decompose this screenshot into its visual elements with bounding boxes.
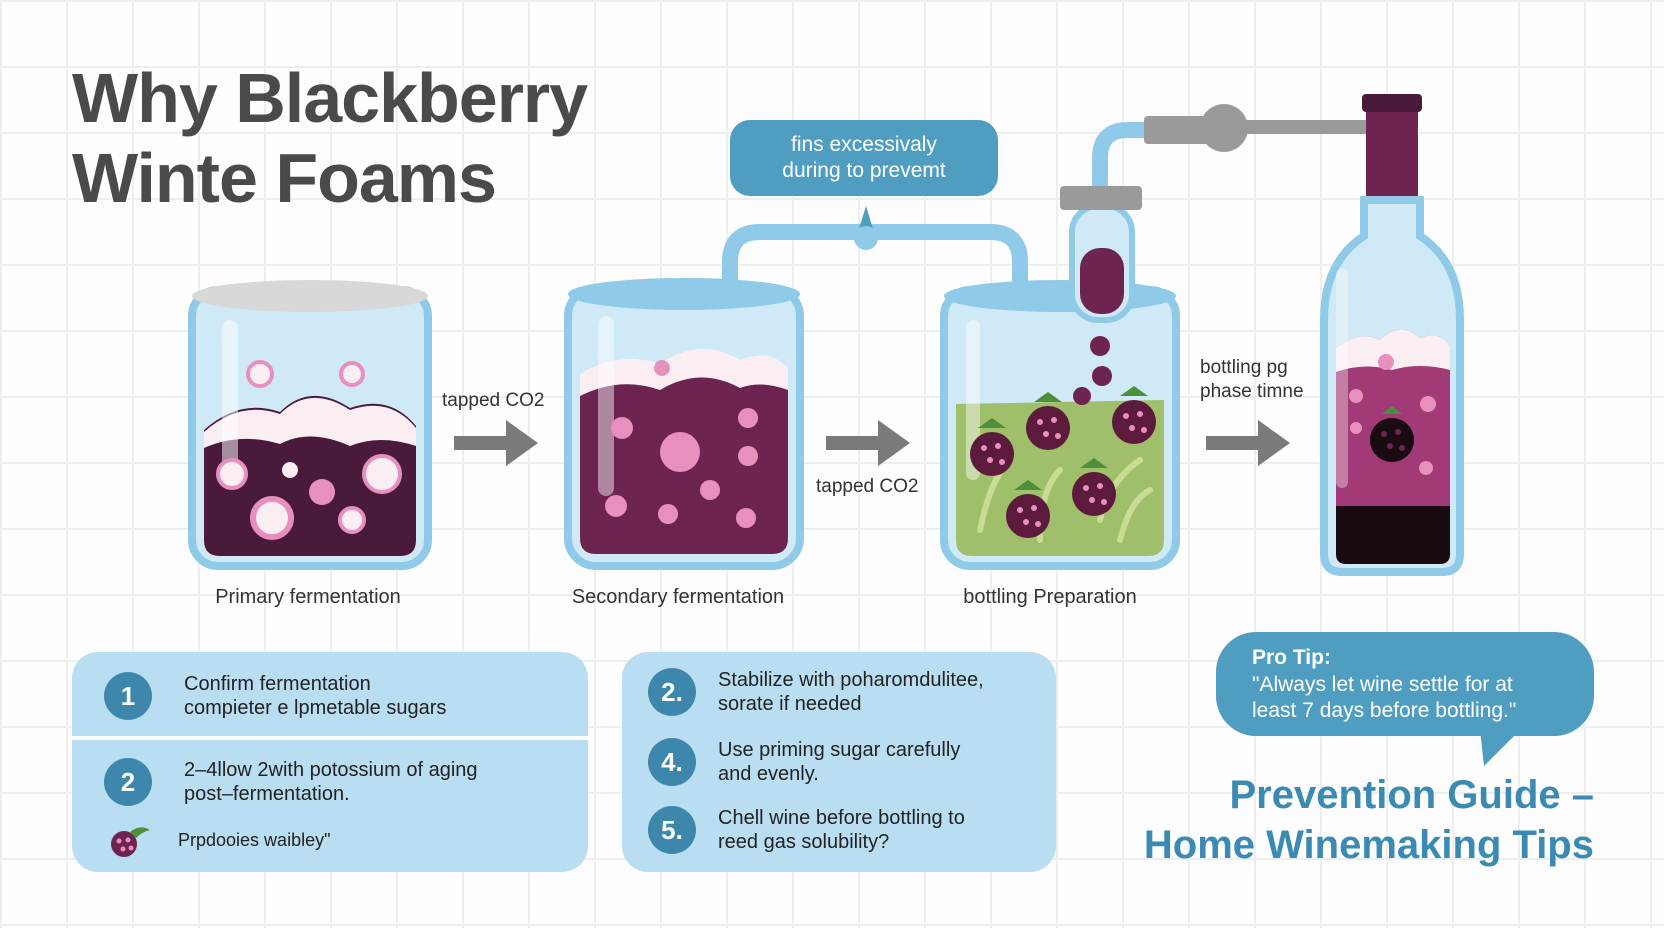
note-text: Prpdooies waibley" [178,830,331,850]
bubble [736,508,756,528]
callout-bubble: fins excessivaly during to prevemt [730,120,998,196]
step-text-line: 2–4llow 2with potossium of aging [184,759,478,781]
blackberry-icon [1370,406,1414,462]
pro-tip-title: Pro Tip: [1252,646,1331,669]
step-number: 2. [648,668,696,716]
arrow-label-3-line-1: bottling pg [1200,357,1288,378]
bubble [338,506,366,534]
pro-tip-line: "Always let wine settle for at [1252,673,1513,696]
blackberry [1026,392,1070,450]
step-item: 1 Confirm fermentation compieter e lpmet… [104,672,446,720]
arrow-2 [826,420,910,466]
step-text: 2–4llow 2with potossium of aging post–fe… [184,758,478,806]
bubble [250,496,294,540]
step-text: Chell wine before bottling to reed gas s… [718,806,965,854]
blackberry-icon [111,827,150,857]
arrow-label-2: tapped CO2 [816,476,919,497]
arrow-label-1: tapped CO2 [442,390,545,411]
panel-divider [72,736,588,740]
bubble [660,432,700,472]
bubble [339,361,365,387]
bubble [309,479,335,505]
bubble [362,454,402,494]
pro-tip-bubble: Pro Tip: "Always let wine settle for at … [1216,632,1594,736]
bubble [1419,461,1433,475]
step-item: 2. Stabilize with poharomdulitee, sorate… [648,668,984,716]
valve-pipe [1244,120,1370,134]
bubble [1350,422,1362,434]
callout-line-1: fins excessivaly [791,133,937,156]
callout-line-2: during to prevemt [782,159,946,182]
note-item: Prpdooies waibley" [104,820,330,860]
title-line-1: Why Blackberry [72,59,588,137]
title-line-2: Winte Foams [72,139,497,217]
bubble [738,408,758,428]
page-title: Why Blackberry Winte Foams [72,58,588,218]
wine-drop [1092,366,1112,386]
wine-bottle [1320,94,1464,576]
step-text-line: Chell wine before bottling to [718,807,965,829]
blackberry [1006,480,1050,538]
bubble [700,480,720,500]
bubble [216,458,248,490]
stage-label-primary: Primary fermentation [215,586,401,608]
footer-line-1: Prevention Guide – [1229,773,1594,817]
step-number: 1 [104,672,152,720]
step-text-line: and evenly. [718,763,819,785]
arrow-label-3-line-2: phase timne [1200,381,1304,402]
blackberry [1112,386,1156,444]
pro-tip-tail [1480,730,1520,766]
blackberry [970,418,1014,476]
arrow-3 [1206,420,1290,466]
bubble [246,360,274,388]
pro-tip-line: least 7 days before bottling." [1252,699,1517,722]
step-number: 5. [648,806,696,854]
footer-title: Prevention Guide – Home Winemaking Tips [1144,770,1594,870]
steps-panel-left: 1 Confirm fermentation compieter e lpmet… [72,652,588,872]
bubble [1420,396,1436,412]
bubble [654,360,670,376]
step-text-line: reed gas solubility? [718,831,890,853]
step-text-line: Confirm fermentation [184,673,371,695]
step-text-line: Use priming sugar carefully [718,739,961,761]
bubble [611,417,633,439]
bubble [1378,354,1394,370]
stage-label-bottling: bottling Preparation [963,586,1137,608]
step-text-line: compieter e lpmetable sugars [184,697,447,719]
blackberry [1072,458,1116,516]
steps-panel-middle: 2. Stabilize with poharomdulitee, sorate… [622,652,1056,872]
step-text: Confirm fermentation compieter e lpmetab… [184,672,446,720]
step-text-line: Stabilize with poharomdulitee, [718,669,984,691]
valve-knob [1200,104,1248,152]
bubble [738,446,758,466]
test-tube [1060,186,1142,323]
step-number: 4. [648,738,696,786]
stage-label-secondary: Secondary fermentation [571,586,785,608]
arrow-1 [454,420,538,466]
bubble [605,495,627,517]
pro-tip-body: "Always let wine settle for at least 7 d… [1252,672,1516,724]
bubble [282,462,298,478]
step-text: Stabilize with poharomdulitee, sorate if… [718,668,984,716]
step-text: Use priming sugar carefully and evenly. [718,738,960,786]
bubble [1349,389,1363,403]
callout-pointer [858,206,874,232]
bubble [658,504,678,524]
step-item: 5. Chell wine before bottling to reed ga… [648,806,965,854]
primary-fermenter-jar [188,280,432,570]
step-item: 4. Use priming sugar carefully and evenl… [648,738,960,786]
wine-drop [1073,387,1091,405]
tube-valve [854,226,878,250]
bottling-tube [1092,122,1150,200]
secondary-fermenter-jar [564,278,804,570]
step-item: 2 2–4llow 2with potossium of aging post–… [104,758,478,806]
footer-line-2: Home Winemaking Tips [1143,823,1594,867]
step-text-line: sorate if needed [718,693,862,715]
step-text-line: post–fermentation. [184,783,350,805]
arrow-label-3: bottling pg phase timne [1200,356,1304,404]
wine-drop [1090,336,1110,356]
step-number: 2 [104,758,152,806]
